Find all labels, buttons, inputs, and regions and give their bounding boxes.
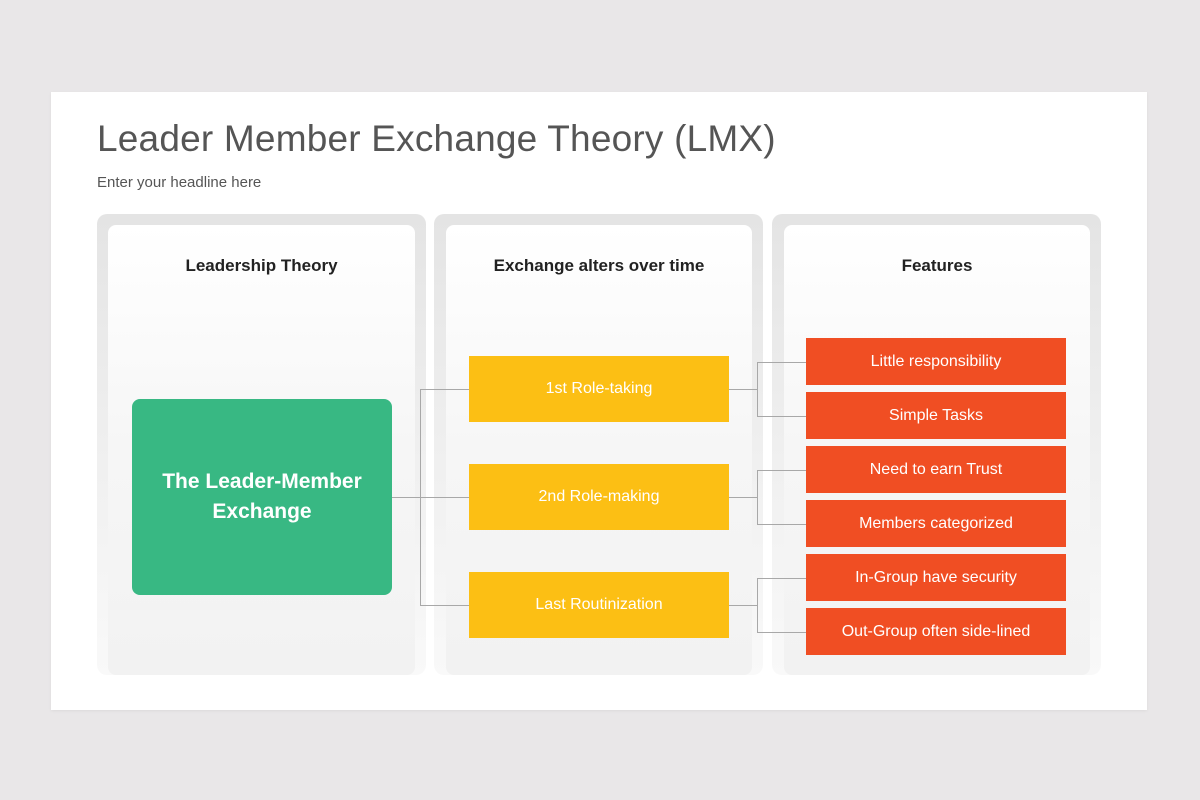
connector-bracket-stage-1 xyxy=(757,362,806,417)
connector-lines xyxy=(392,362,806,633)
connector-main-to-stages xyxy=(420,389,469,606)
column-heading-features: Features xyxy=(901,256,973,275)
stage-node-routinization: Last Routinization xyxy=(469,572,729,638)
main-node-leader-member-exchange: The Leader-Member Exchange xyxy=(132,399,392,595)
feature-node-earn-trust: Need to earn Trust xyxy=(806,446,1066,493)
column-heading-leadership: Leadership Theory xyxy=(185,256,338,275)
slide-subtitle: Enter your headline here xyxy=(97,174,262,191)
feature-node-simple-tasks: Simple Tasks xyxy=(806,392,1066,439)
feature-node-little-responsibility: Little responsibility xyxy=(806,338,1066,385)
connector-bracket-stage-3 xyxy=(757,578,806,633)
slide: Leader Member Exchange Theory (LMX) Ente… xyxy=(51,92,1147,710)
connector-bracket-stage-2 xyxy=(757,470,806,525)
column-heading-exchange: Exchange alters over time xyxy=(493,256,705,275)
feature-node-members-categorized: Members categorized xyxy=(806,500,1066,547)
feature-node-in-group-security: In-Group have security xyxy=(806,554,1066,601)
stage-node-role-making: 2nd Role-making xyxy=(469,464,729,530)
stage-node-role-taking: 1st Role-taking xyxy=(469,356,729,422)
slide-title: Leader Member Exchange Theory (LMX) xyxy=(97,118,776,159)
feature-node-out-group-side-lined: Out-Group often side-lined xyxy=(806,608,1066,655)
